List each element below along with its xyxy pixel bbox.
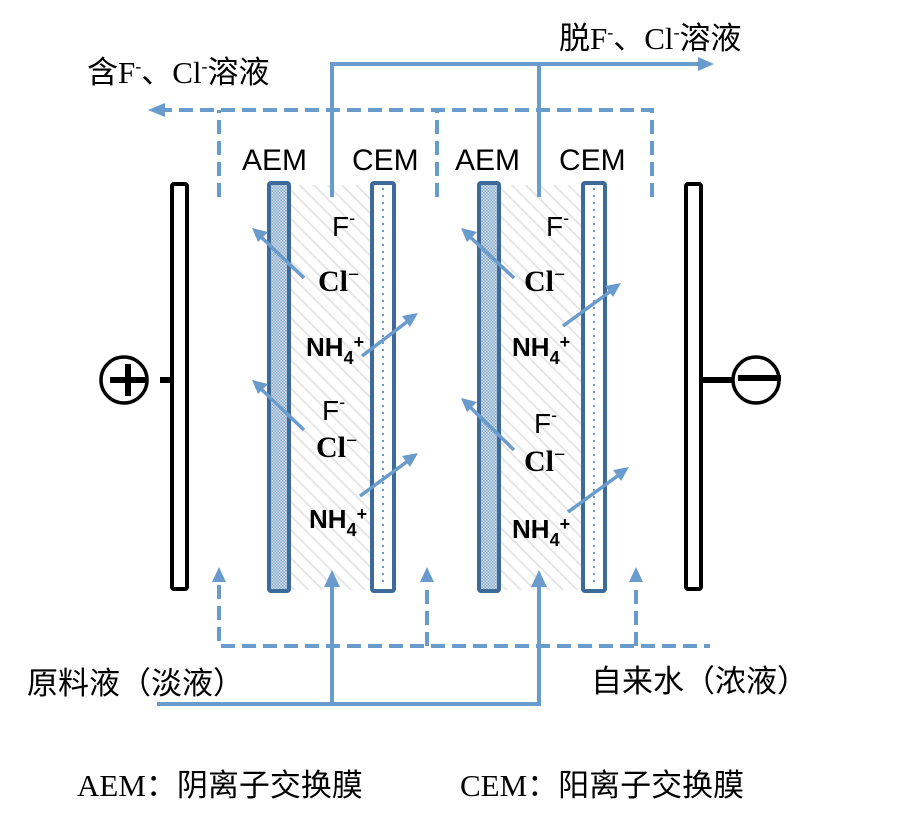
ion-chloride: Cl−	[316, 430, 357, 464]
membrane-aem-1	[267, 181, 291, 593]
tapwater-inflow	[212, 567, 710, 648]
ion-fluoride: F-	[332, 208, 355, 242]
ion-arrows	[252, 228, 629, 514]
ion-fluoride: F-	[546, 208, 569, 242]
membrane-label: CEM	[352, 144, 419, 177]
legend-aem: AEM：阴离子交换膜	[77, 768, 363, 803]
ion-chloride: Cl−	[524, 264, 565, 298]
legend-cem: CEM：阳离子交换膜	[460, 768, 744, 803]
arrow-up-icon	[212, 567, 226, 582]
ion-ammonium: NH4+	[512, 332, 570, 368]
membrane-label: AEM	[242, 144, 307, 177]
ion-fluoride: F-	[534, 405, 557, 439]
desalted-outflow	[330, 57, 714, 197]
membrane-label: AEM	[455, 144, 520, 177]
dilute-chamber-1	[289, 185, 374, 590]
dilute-chamber-2	[498, 185, 583, 590]
arrow-right-icon	[698, 57, 714, 71]
membrane-label: CEM	[559, 144, 626, 177]
ion-ammonium: NH4+	[512, 514, 570, 550]
concentrate-outflow	[148, 103, 654, 197]
arrow-up-icon	[324, 570, 340, 587]
ion-ammonium: NH4+	[306, 332, 364, 368]
ion-fluoride: F-	[322, 392, 345, 426]
ion-chloride: Cl−	[318, 264, 359, 298]
cathode	[684, 182, 781, 591]
ion-ammonium: NH4+	[309, 504, 367, 540]
inlet-label-tapwater: 自来水（浓液）	[591, 664, 808, 700]
arrow-up-icon	[629, 567, 643, 582]
arrow-left-icon	[148, 103, 165, 117]
outlet-label-concentrate: 含F-、Cl-溶液	[87, 55, 270, 90]
anode	[99, 182, 189, 591]
arrow-up-icon	[531, 570, 547, 587]
inlet-label-feed: 原料液（淡液）	[27, 666, 244, 702]
ion-chloride: Cl−	[524, 444, 565, 478]
membrane-cem-1	[370, 181, 396, 593]
outlet-label-desalted: 脱F-、Cl-溶液	[559, 21, 742, 56]
membrane-cem-2	[581, 181, 607, 593]
membrane-aem-2	[477, 181, 501, 593]
arrow-up-icon	[420, 567, 434, 582]
